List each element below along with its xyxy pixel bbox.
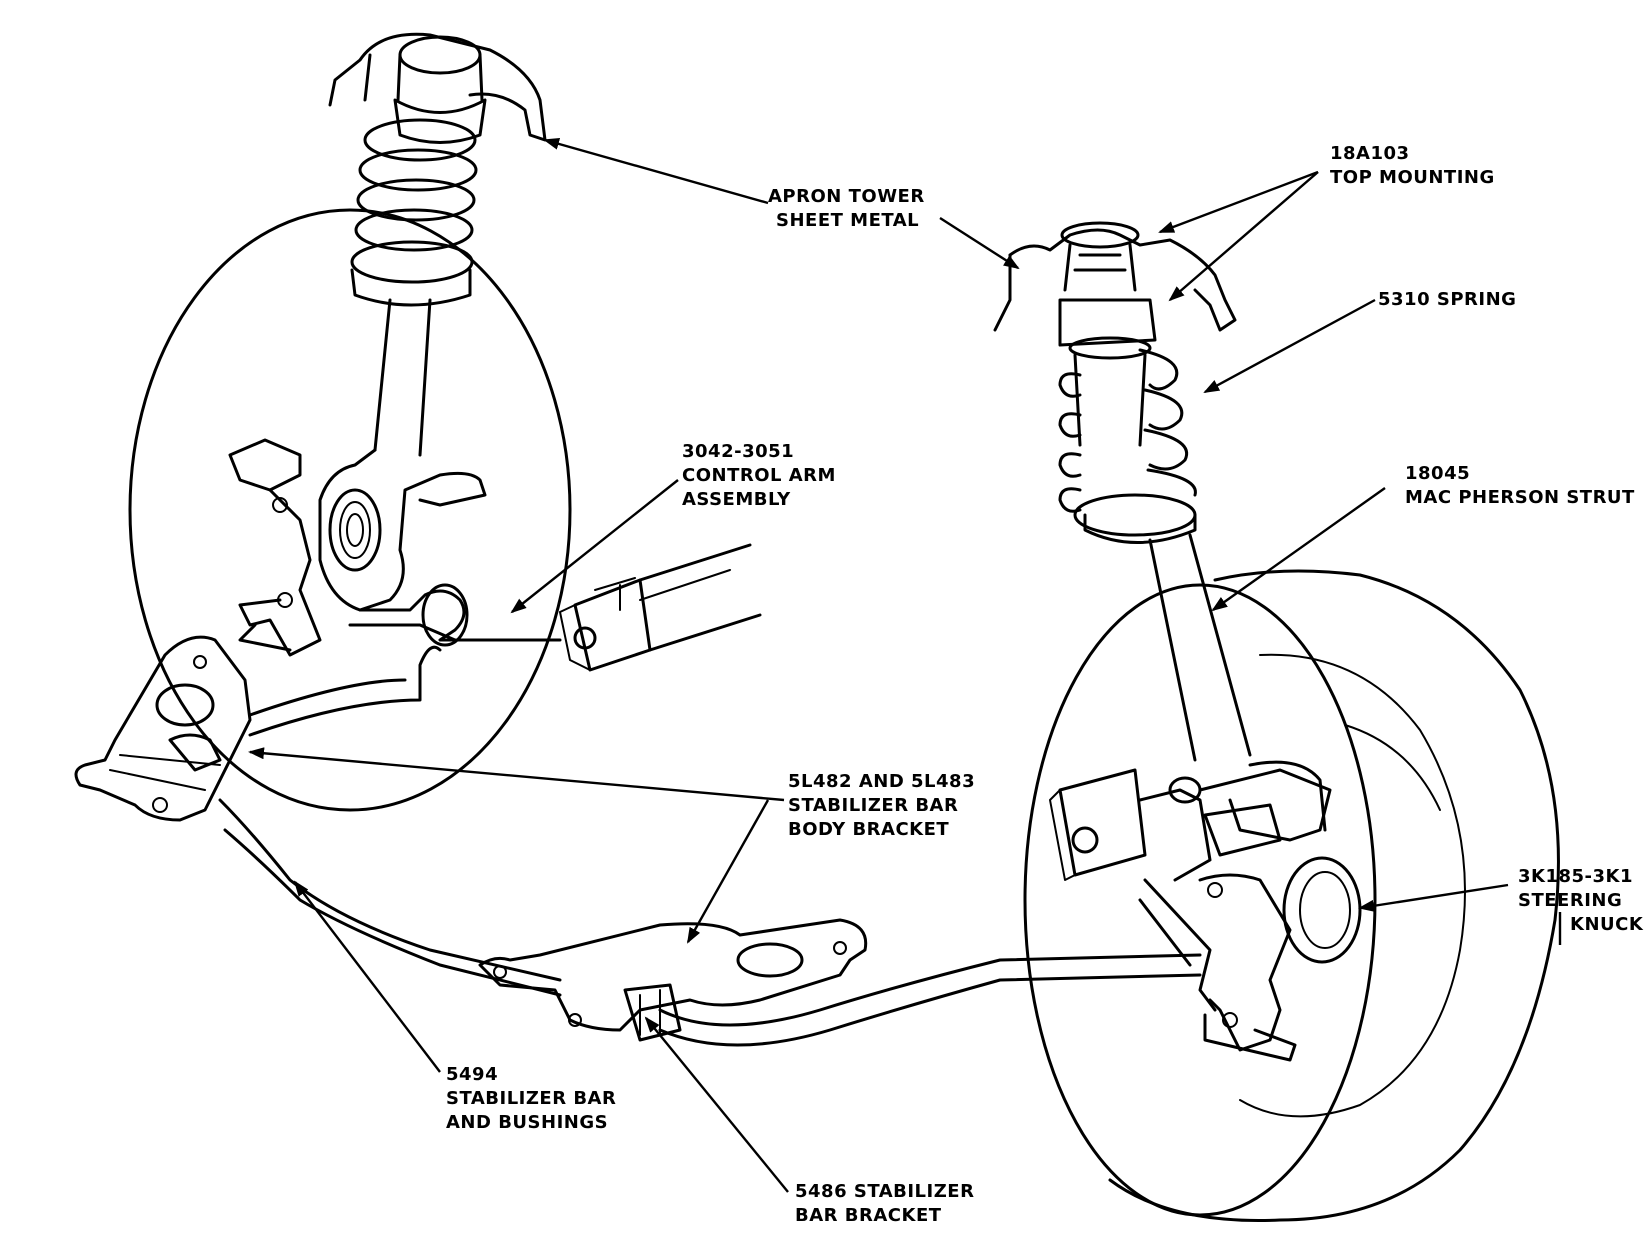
label-line: STEERING bbox=[1518, 890, 1623, 911]
left-strut-assembly bbox=[228, 32, 547, 657]
right-wheel bbox=[1023, 569, 1560, 1222]
label-line: 18A103 bbox=[1330, 143, 1410, 164]
label-line: CONTROL ARM bbox=[682, 465, 836, 486]
label-line: AND BUSHINGS bbox=[446, 1112, 609, 1133]
label-steering-knuckle: 3K185-3K1 STEERING KNUCK bbox=[1518, 865, 1643, 937]
label-line: STABILIZER BAR bbox=[446, 1088, 617, 1109]
label-line: 18045 bbox=[1405, 463, 1471, 484]
label-line: 3K185-3K1 bbox=[1518, 866, 1634, 887]
left-body-bracket bbox=[74, 635, 252, 822]
label-line: STABILIZER BAR bbox=[788, 795, 959, 816]
label-line: BAR BRACKET bbox=[795, 1205, 942, 1226]
label-top-mounting: 18A103 TOP MOUNTING bbox=[1330, 142, 1495, 190]
right-strut-assembly bbox=[993, 221, 1252, 762]
stabilizer-bar bbox=[218, 645, 1202, 1047]
label-stabilizer-bar-bracket: 5486 STABILIZER BAR BRACKET bbox=[795, 1180, 974, 1228]
label-line: KNUCK bbox=[1570, 914, 1644, 935]
label-line: 5310 SPRING bbox=[1378, 289, 1517, 310]
label-spring: 5310 SPRING bbox=[1378, 288, 1516, 312]
label-line: APRON TOWER bbox=[768, 186, 925, 207]
label-line: SHEET METAL bbox=[776, 210, 920, 231]
left-control-arm bbox=[348, 543, 762, 672]
label-line: 5494 bbox=[446, 1064, 499, 1085]
left-wheel bbox=[128, 208, 572, 812]
label-line: 5L482 AND 5L483 bbox=[788, 771, 976, 792]
right-knuckle-and-arm bbox=[1049, 760, 1362, 1062]
label-control-arm-assembly: 3042-3051 CONTROL ARM ASSEMBLY bbox=[682, 440, 836, 512]
label-stabilizer-bar-body-bracket: 5L482 AND 5L483 STABILIZER BAR BODY BRAC… bbox=[788, 770, 975, 842]
label-mac-pherson-strut: 18045 MAC PHERSON STRUT bbox=[1405, 462, 1635, 510]
label-line: ASSEMBLY bbox=[682, 489, 791, 510]
label-line: MAC PHERSON STRUT bbox=[1405, 487, 1635, 508]
center-bar-bracket bbox=[478, 918, 868, 1042]
label-apron-tower-sheet-metal: APRON TOWER SHEET METAL bbox=[768, 185, 925, 233]
label-line: TOP MOUNTING bbox=[1330, 167, 1495, 188]
leader-lines bbox=[248, 138, 1562, 1193]
label-stabilizer-bar-and-bushings: 5494 STABILIZER BAR AND BUSHINGS bbox=[446, 1063, 616, 1135]
label-line: 3042-3051 bbox=[682, 441, 795, 462]
label-line: 5486 STABILIZER bbox=[795, 1181, 975, 1202]
label-line: BODY BRACKET bbox=[788, 819, 950, 840]
